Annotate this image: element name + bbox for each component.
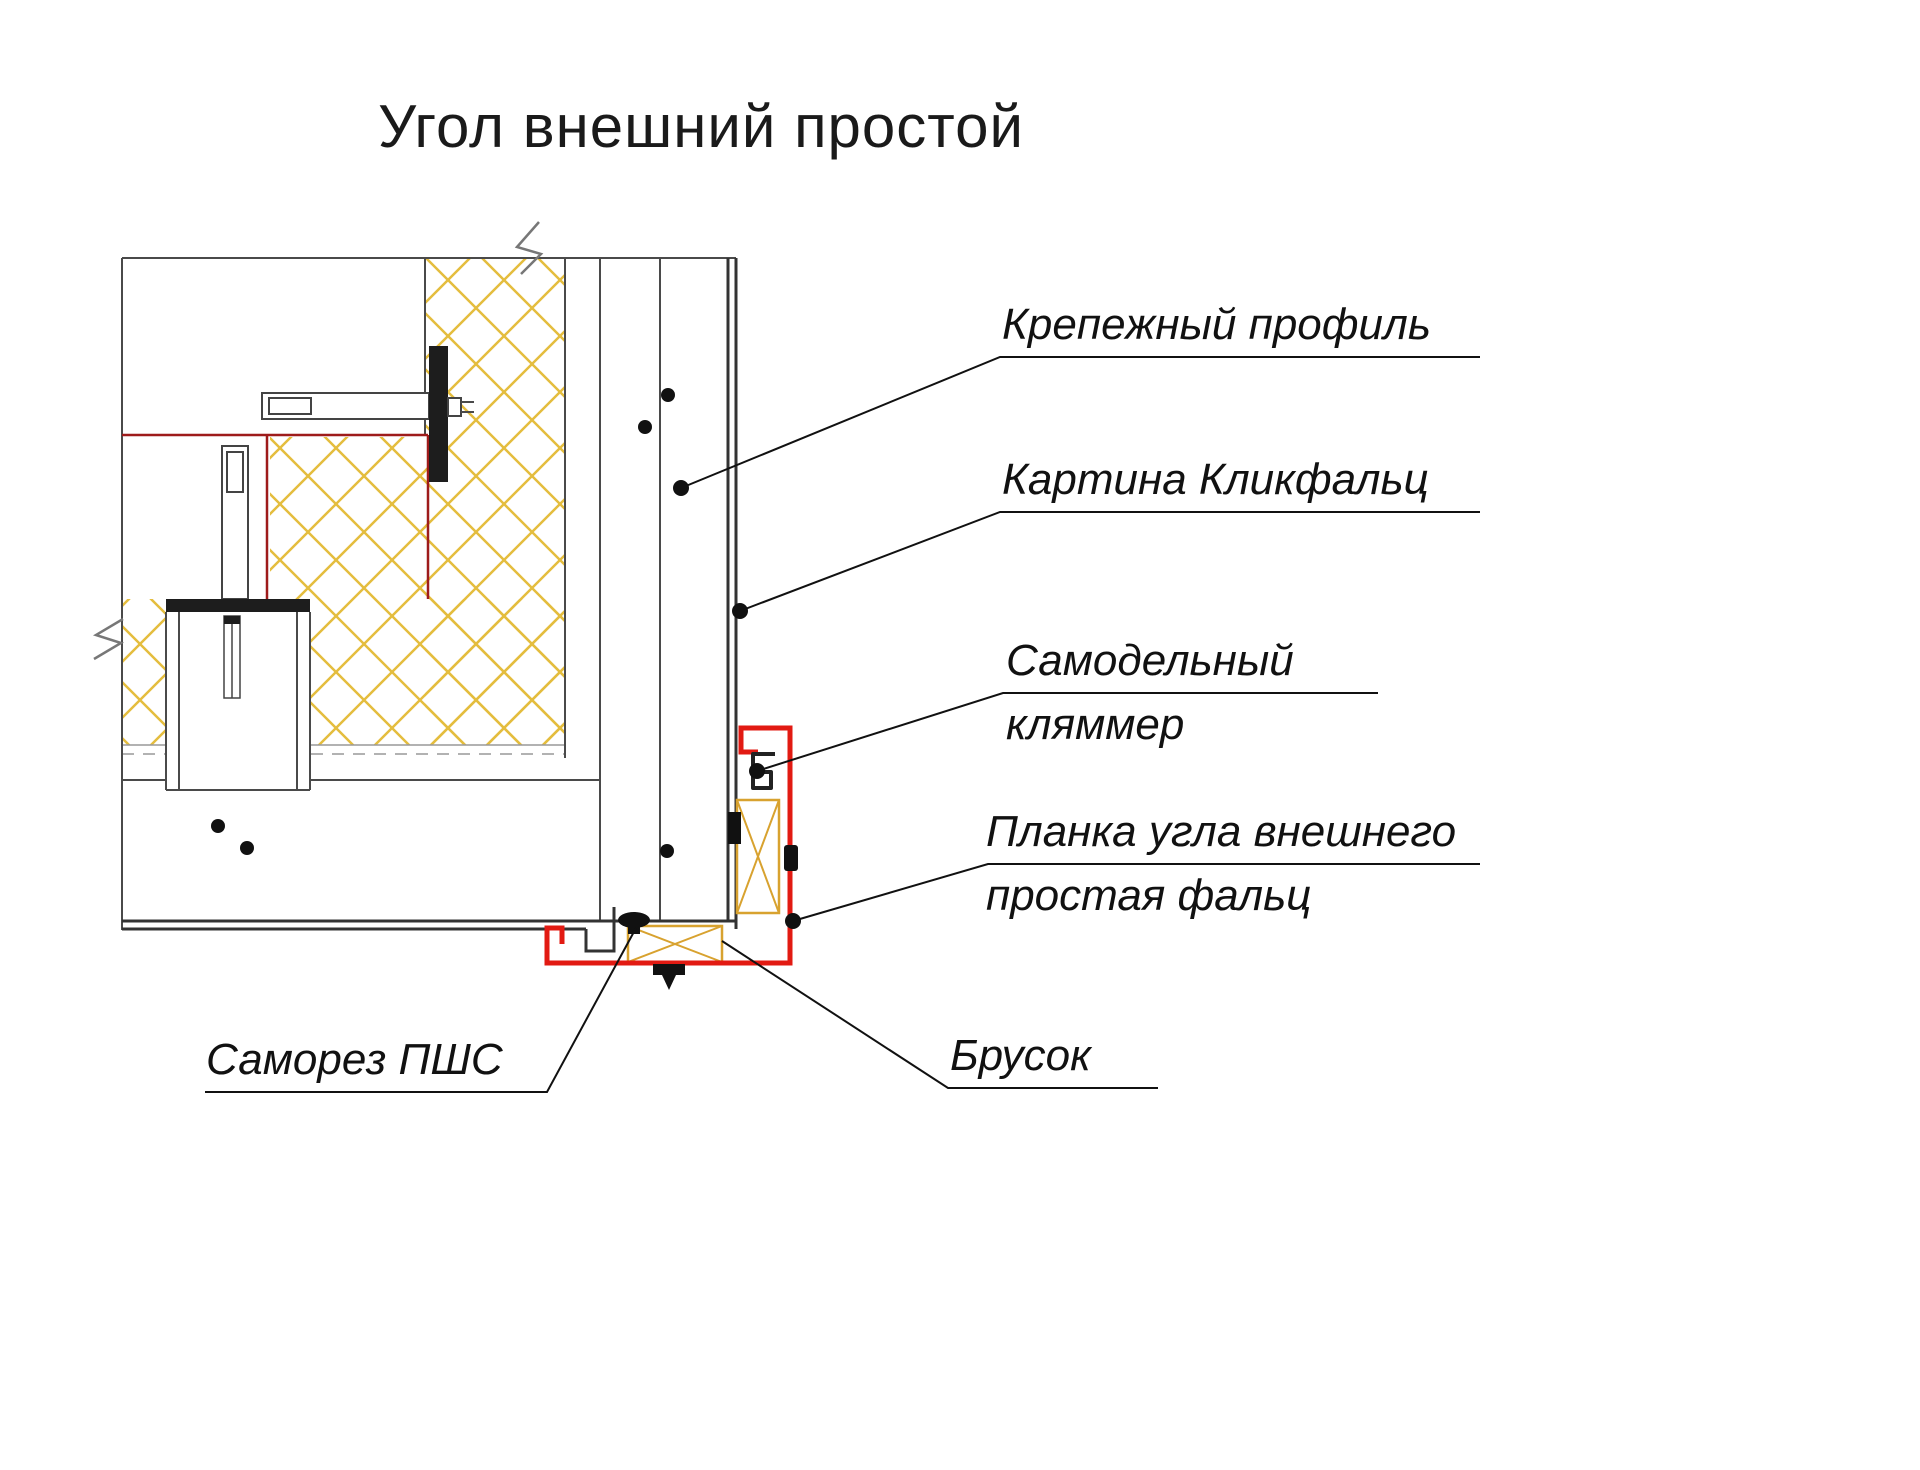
wood-block-vertical: [735, 798, 781, 915]
callout-corner-trim-line1: Планка угла внешнего: [986, 807, 1457, 856]
leader-lines: [205, 356, 1480, 1093]
callout-homemade-clamp-line1: Самодельный: [1006, 636, 1294, 685]
callout-screw: Саморез ПШС: [206, 1035, 503, 1084]
leader-homemade-clamp: [756, 692, 1378, 772]
fasteners: [618, 812, 798, 990]
fastener-dots: [211, 388, 801, 929]
leader-clickfalz-sheet: [739, 511, 1480, 612]
callout-homemade-clamp-line2: кляммер: [1006, 700, 1185, 749]
homemade-clamp: [751, 752, 775, 790]
fastening-profile-assembly-top: [261, 346, 474, 482]
callout-fastening-profile: Крепежный профиль: [1002, 300, 1431, 349]
leader-fastening-profile: [680, 356, 1480, 489]
wood-block-horizontal: [626, 924, 724, 964]
corner-trim-red: [544, 725, 793, 966]
screw-head-pshs: [618, 912, 650, 928]
leader-screw: [205, 927, 637, 1093]
break-marks: [92, 221, 544, 661]
callout-corner-trim-line2: простая фальц: [986, 871, 1312, 920]
callout-wood-block: Брусок: [950, 1031, 1091, 1080]
screw-head-bottom: [653, 964, 685, 990]
page-title: Угол внешний простой: [378, 93, 1024, 160]
callout-clickfalz-sheet: Картина Кликфальц: [1002, 455, 1429, 504]
leader-corner-trim: [792, 863, 1480, 922]
leader-wood-block: [721, 940, 1158, 1089]
fastening-profile-assembly-bottom: [165, 445, 311, 791]
vapour-barrier-lines: [122, 433, 430, 599]
